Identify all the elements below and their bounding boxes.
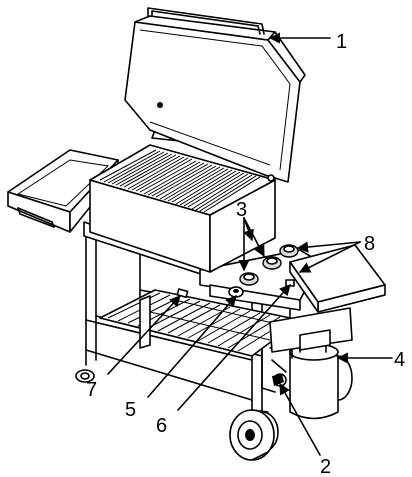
- leader-7: [107, 295, 181, 375]
- callout-7: 7: [86, 379, 97, 401]
- catch-pan: [139, 288, 189, 349]
- burner-knobs: [239, 244, 299, 286]
- leader-5: [147, 295, 237, 398]
- leader-6: [177, 284, 291, 411]
- right-side-table: [289, 244, 386, 313]
- caster-left: [75, 369, 95, 383]
- leader-8a: [296, 241, 361, 253]
- grill-illustration: [7, 7, 386, 461]
- leader-lines: [107, 32, 393, 456]
- cooking-grates: [99, 149, 261, 213]
- cookbox: [89, 144, 276, 273]
- callout-labels: 1 2 3 4 5 6 7 8: [86, 31, 405, 477]
- callout-2: 2: [320, 456, 331, 477]
- lid: [124, 7, 306, 183]
- right-shelf-support: [269, 307, 353, 353]
- callout-4: 4: [394, 349, 405, 371]
- callout-3: 3: [236, 199, 247, 221]
- wheel: [229, 409, 279, 461]
- leader-3c: [243, 217, 265, 257]
- leader-2: [279, 383, 321, 456]
- leader-8b: [298, 241, 361, 273]
- callout-1: 1: [336, 31, 347, 53]
- callout-8: 8: [364, 233, 375, 255]
- callout-6: 6: [156, 415, 167, 437]
- callout-5: 5: [125, 399, 136, 421]
